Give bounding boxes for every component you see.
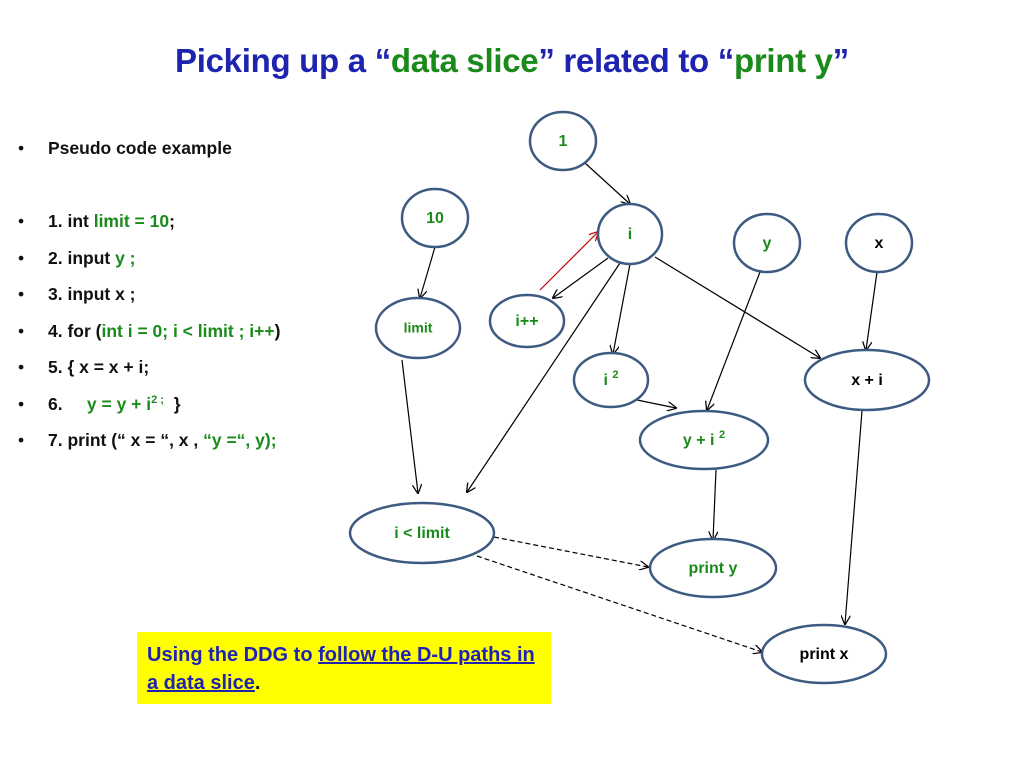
code-text: ) <box>274 320 281 341</box>
page-title: Picking up a “data slice” related to “pr… <box>0 42 1024 80</box>
edge-y-to-yi2 <box>707 271 761 410</box>
node-print-y-label: print y <box>689 560 738 577</box>
label-base: i <box>603 372 612 389</box>
node-i-squared-label: i 2 <box>603 369 618 389</box>
ddg-edges <box>401 162 878 652</box>
title-text-3: ” related to “ <box>538 42 734 79</box>
edge-i-to-i2 <box>613 263 631 354</box>
pseudo-code-list: Pseudo code example 1. int limit = 10; 2… <box>18 136 378 465</box>
node-limit: limit <box>374 296 462 360</box>
edge-yi2-to-printy <box>713 469 716 540</box>
title-text-1: Picking up a “ <box>175 42 391 79</box>
edge-i-to-xi <box>654 256 820 358</box>
code-text-highlight: y ; <box>115 247 136 268</box>
callout-text: Using the DDG to <box>147 644 319 666</box>
code-line-3: 3. input x ; <box>18 282 378 319</box>
bullet-heading: Pseudo code example <box>18 136 378 209</box>
code-text: 3. input x ; <box>48 284 136 304</box>
node-i: i <box>596 202 664 266</box>
label-base: y + i <box>683 432 719 449</box>
node-i-squared: i 2 <box>572 351 650 409</box>
node-x-plus-i-label: x + i <box>851 372 883 389</box>
edge-1-to-i <box>584 162 630 204</box>
node-print-x-label: print x <box>800 646 849 663</box>
title-text-5: ” <box>832 42 850 79</box>
code-text: 1. int <box>48 211 94 231</box>
code-text: 7. print (“ x = “, x , <box>48 430 204 450</box>
edge-i2-to-yi2 <box>636 399 676 408</box>
node-y-label: y <box>763 235 772 252</box>
node-i-plus-plus: i++ <box>488 293 566 349</box>
label-superscript: 2 <box>719 429 725 441</box>
node-x: x <box>844 212 914 274</box>
label-superscript: 2 <box>612 369 618 381</box>
title-text-2: data slice <box>390 42 539 79</box>
code-line-2: 2. input y ; <box>18 246 378 283</box>
node-i-less-than-limit-label: i < limit <box>394 525 450 542</box>
title-text-4: print y <box>733 42 833 79</box>
node-i-label: i <box>628 226 632 243</box>
edge-ipp-to-i <box>539 232 598 291</box>
edge-10-to-limit <box>420 246 436 298</box>
code-text: 5. { x = x + i; <box>48 357 150 377</box>
node-1: 1 <box>528 110 598 172</box>
node-print-y: print y <box>648 537 778 599</box>
bullet-heading-text: Pseudo code example <box>48 138 232 158</box>
code-text: 4. for ( <box>48 320 102 341</box>
node-1-label: 1 <box>559 133 568 150</box>
edge-xi-to-printx <box>845 410 863 624</box>
edge-cond-to-printx <box>476 555 762 652</box>
code-text-highlight: int i = 0; i < limit ; i++ <box>101 320 275 341</box>
code-text-highlight: y = y + i <box>86 393 152 414</box>
code-line-7: 7. print (“ x = “, x , “y =“, y); <box>18 428 378 465</box>
edge-x-to-xi <box>866 271 878 350</box>
callout-underlined-text: follow the D-U paths in a data slice <box>147 644 535 694</box>
callout-box: Using the DDG to follow the D-U paths in… <box>137 632 551 704</box>
node-print-x: print x <box>760 623 888 685</box>
edge-limit-to-cond <box>401 359 418 493</box>
code-line-6: 6. y = y + i2 ; } <box>18 392 378 429</box>
node-y-plus-i-squared: y + i 2 <box>638 409 770 471</box>
code-line-1: 1. int limit = 10; <box>18 209 378 246</box>
code-text: } <box>163 393 181 414</box>
node-x-plus-i: x + i <box>803 348 931 412</box>
callout-period: . <box>254 672 261 694</box>
node-i-plus-plus-label: i++ <box>515 313 538 330</box>
code-line-4: 4. for (int i = 0; i < limit ; i++) <box>18 319 378 356</box>
code-text-highlight: limit = 10 <box>93 211 170 231</box>
node-x-label: x <box>875 235 884 252</box>
code-text-highlight: “y =“, y); <box>203 430 277 450</box>
code-superscript: 2 ; <box>151 393 164 406</box>
code-text: ; <box>169 211 175 231</box>
node-y: y <box>732 212 802 274</box>
edge-cond-to-printy <box>493 536 648 567</box>
code-text: 2. input <box>48 247 116 268</box>
edge-i-to-cond <box>467 262 621 492</box>
code-line-5: 5. { x = x + i; <box>18 355 378 392</box>
node-i-less-than-limit: i < limit <box>348 501 496 565</box>
node-y-plus-i-squared-label: y + i 2 <box>683 429 725 449</box>
node-limit-label: limit <box>404 320 433 336</box>
node-10-label: 10 <box>426 210 444 227</box>
node-10: 10 <box>400 187 470 249</box>
edge-i-to-ipp <box>553 257 609 298</box>
code-text: 6. <box>48 393 87 414</box>
